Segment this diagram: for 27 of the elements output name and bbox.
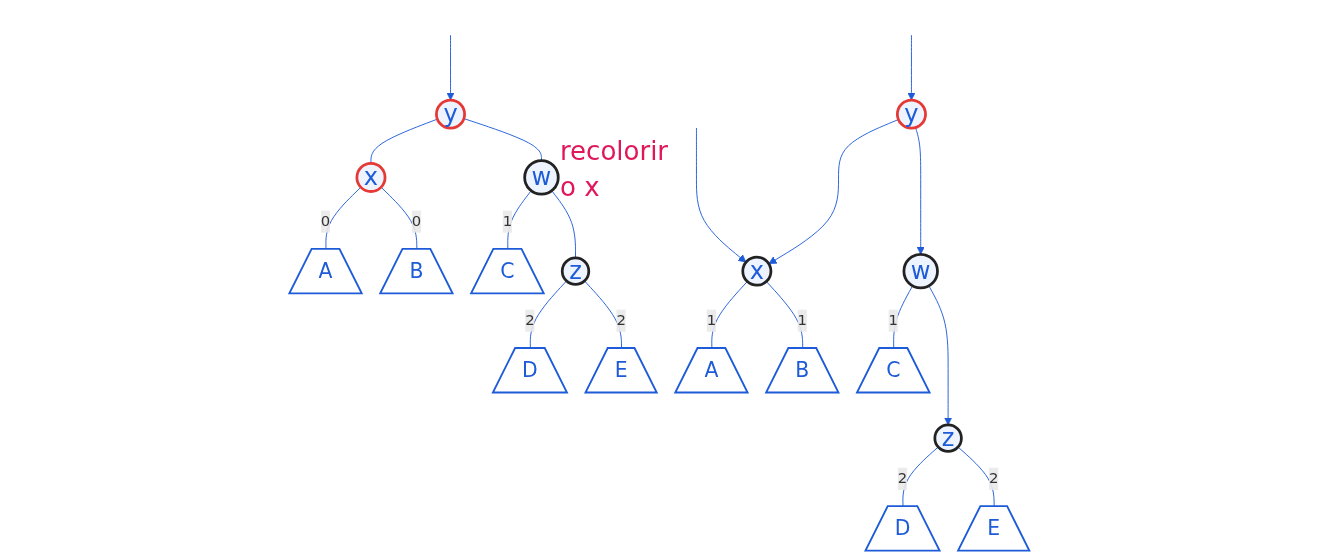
connector	[766, 281, 804, 349]
connector	[711, 281, 748, 349]
edge-label: 1	[502, 212, 513, 230]
connector	[551, 190, 577, 259]
node-circle: y	[896, 98, 928, 130]
node-circle: z	[561, 256, 591, 286]
node-circle: y	[435, 98, 467, 130]
edge-label: 2	[525, 311, 535, 330]
edge-label: 1	[888, 311, 899, 330]
connector	[370, 118, 438, 164]
edge-label: 1	[797, 311, 808, 330]
connector	[529, 280, 568, 349]
edge-label: 0	[411, 212, 422, 230]
connector	[584, 280, 623, 349]
connector	[893, 285, 914, 349]
node-circle: w	[902, 252, 940, 290]
edge-label: 0	[320, 212, 331, 230]
edge-label: 2	[897, 469, 908, 488]
node-circle: x	[355, 161, 387, 193]
edge-label: 2	[989, 469, 999, 488]
handwritten-note: o x	[560, 172, 601, 202]
handwritten-note: recolorir	[560, 136, 669, 166]
node-circle: z	[933, 423, 963, 453]
edge-label: 2	[616, 311, 626, 330]
node-circle: w	[523, 159, 560, 196]
node-circle: x	[741, 255, 773, 287]
edge-label: 1	[706, 311, 717, 330]
